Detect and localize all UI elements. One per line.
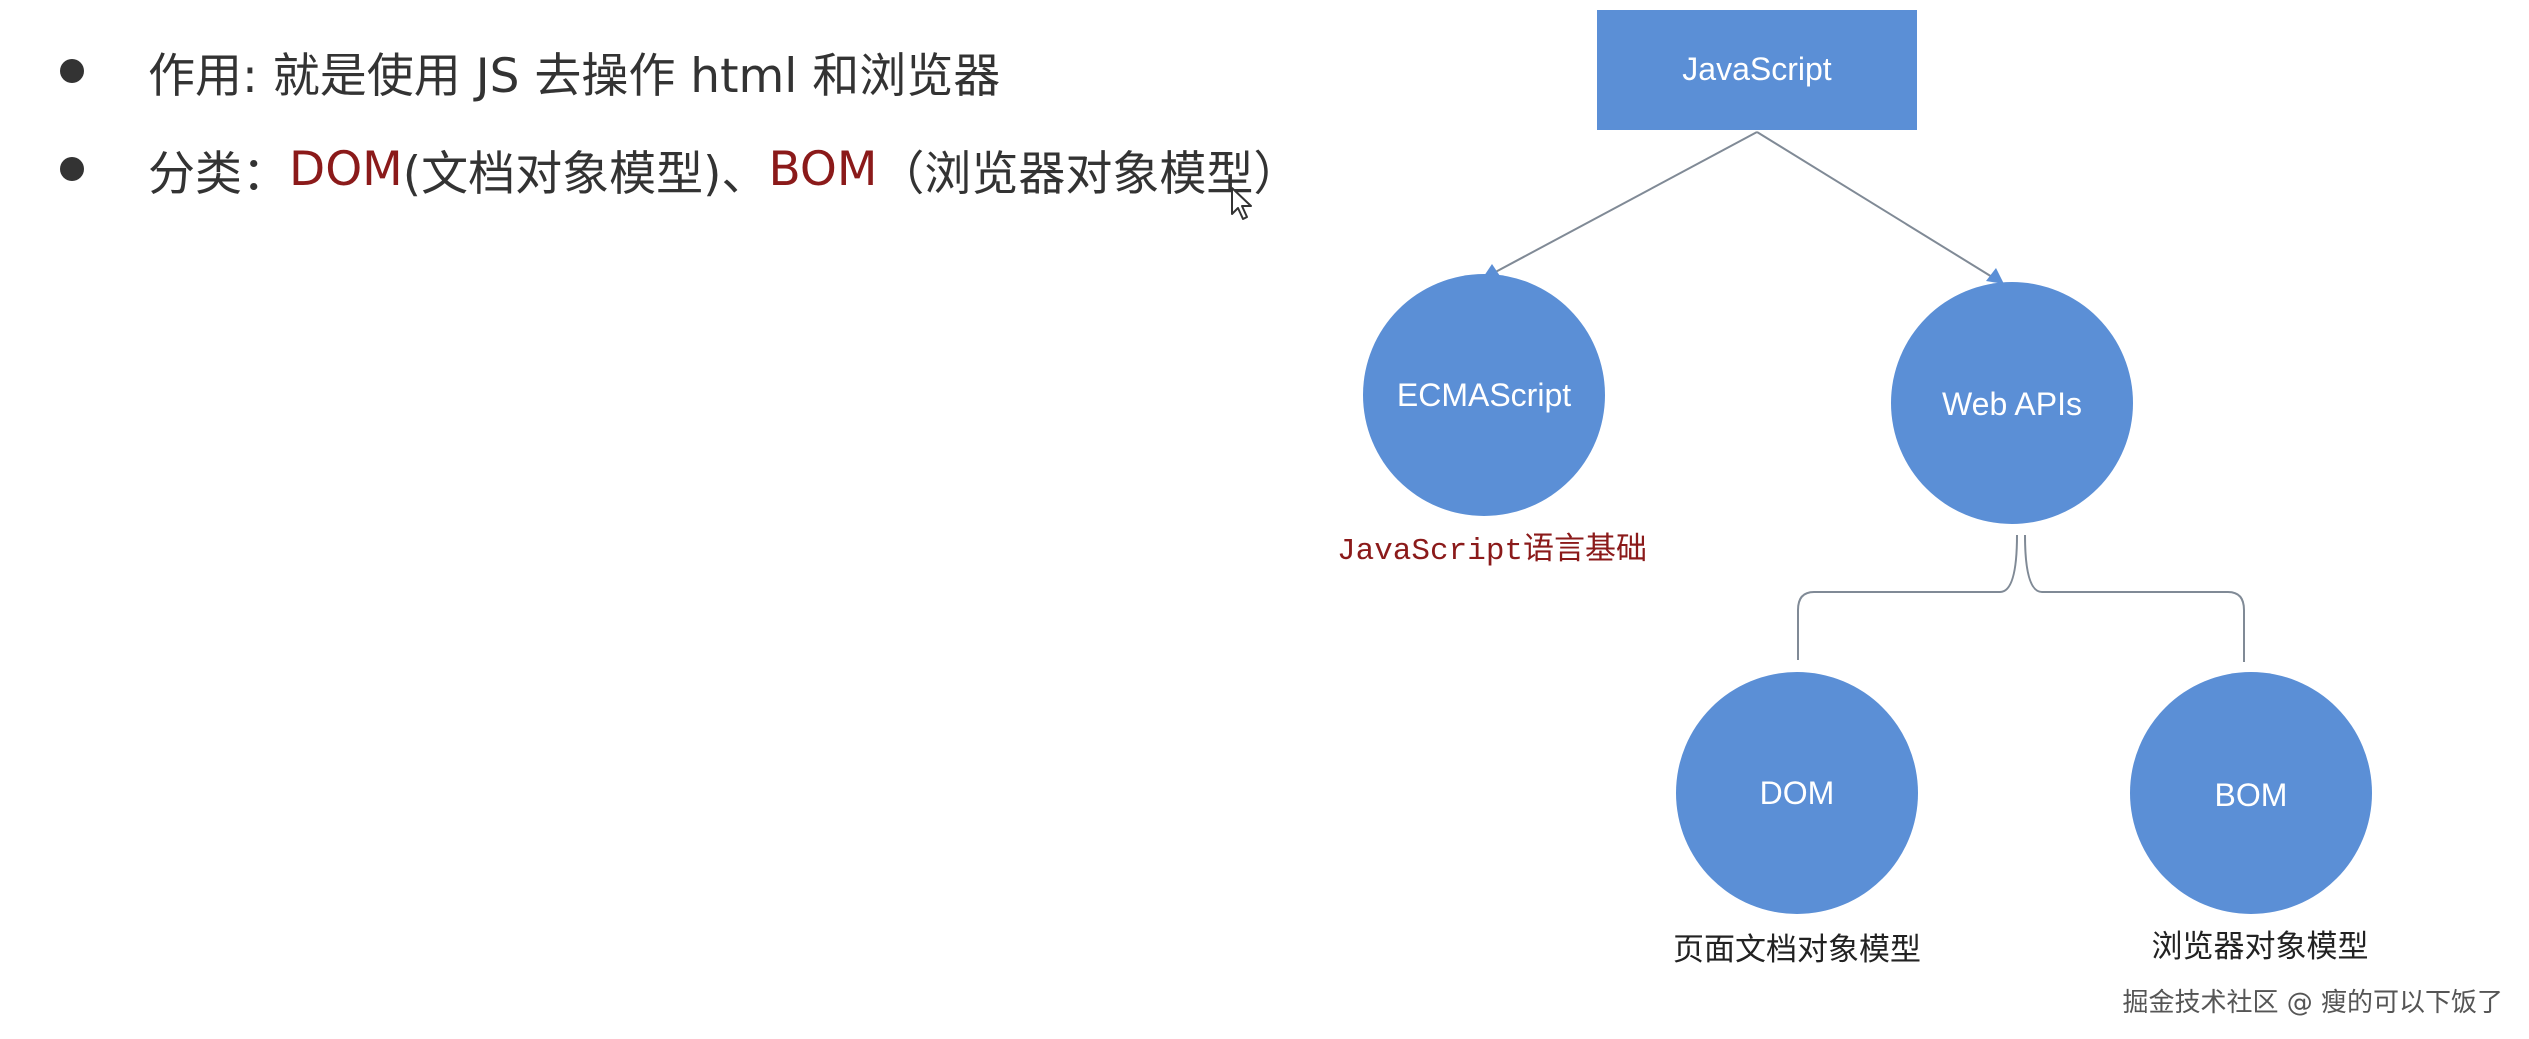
webapis-node bbox=[1891, 282, 2133, 524]
watermark: 掘金技术社区 @ 瘦的可以下饭了 bbox=[2122, 988, 2503, 1018]
bullet-dot bbox=[60, 59, 84, 83]
dom-caption: 页面文档对象模型 bbox=[1673, 932, 1921, 968]
bom-node-label: BOM bbox=[2215, 777, 2288, 813]
root-node-label: JavaScript bbox=[1682, 51, 1832, 87]
root-node-javascript bbox=[1597, 10, 1917, 130]
ecmascript-node bbox=[1363, 274, 1605, 516]
bom-caption: 浏览器对象模型 bbox=[2152, 929, 2369, 965]
bullet-dot bbox=[60, 157, 84, 181]
bullet-category-prefix: 分类： bbox=[148, 146, 289, 202]
dom-node bbox=[1676, 672, 1918, 914]
dom-description: (文档对象模型)、 bbox=[402, 146, 769, 202]
bullet-purpose: 作用: 就是使用 JS 去操作 html 和浏览器 bbox=[60, 22, 1300, 120]
connector-root-to-webapis bbox=[1756, 131, 1998, 281]
ecmascript-node-label: ECMAScript bbox=[1397, 377, 1571, 413]
webapis-node-label: Web APIs bbox=[1942, 386, 2082, 422]
ecmascript-caption: JavaScript语言基础 bbox=[1337, 532, 1647, 569]
bom-node bbox=[2130, 672, 2372, 914]
bullet-category: 分类： DOM (文档对象模型)、 BOM （浏览器对象模型） bbox=[60, 120, 1300, 218]
bullet-purpose-text: 作用: 就是使用 JS 去操作 html 和浏览器 bbox=[148, 48, 1001, 104]
bom-highlight: BOM bbox=[768, 141, 878, 197]
dom-node-label: DOM bbox=[1760, 775, 1835, 811]
arrowhead-webapis bbox=[1986, 268, 2004, 284]
dom-highlight: DOM bbox=[289, 141, 403, 197]
bom-description: （浏览器对象模型） bbox=[877, 146, 1301, 202]
bullet-list: 作用: 就是使用 JS 去操作 html 和浏览器 分类： DOM (文档对象模… bbox=[60, 22, 1300, 218]
connector-root-to-ecmascript bbox=[1487, 131, 1758, 277]
mouse-cursor-icon bbox=[1231, 187, 1252, 220]
connector-webapis-to-children bbox=[1797, 534, 2245, 662]
